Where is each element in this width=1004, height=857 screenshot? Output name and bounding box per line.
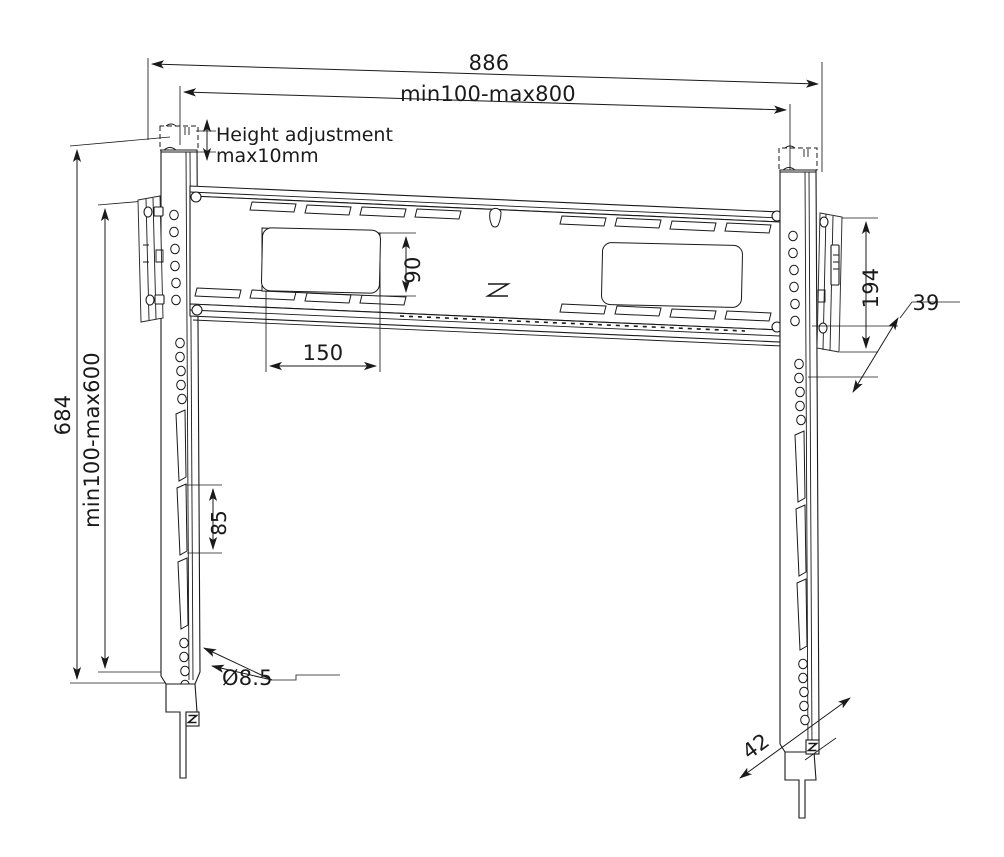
rail-slots-lower — [194, 287, 772, 322]
height-adjustment-label-line2: max10mm — [216, 145, 319, 167]
left-wall-plate-profile — [137, 195, 165, 323]
dimension-min100-max600-label: min100-max600 — [80, 352, 104, 528]
dimension-150-label: 150 — [303, 341, 344, 365]
leader-hole-diameter: Ø8.5 — [203, 647, 340, 690]
dimension-slot-pitch: 85 — [186, 484, 231, 554]
rail-cutout-right — [601, 242, 743, 308]
horizontal-main-rail — [189, 185, 783, 347]
dimension-39-label: 39 — [912, 291, 939, 315]
right-vertical-rail — [778, 145, 820, 819]
dimension-85-label: 85 — [207, 510, 231, 535]
right-rail-tail — [784, 751, 817, 819]
left-rail-slots — [175, 409, 189, 630]
rail-keyhole — [489, 207, 502, 228]
right-rail-adjust-cap — [778, 145, 818, 171]
left-rail-upper-holes — [169, 209, 181, 306]
left-rail-tail — [165, 683, 198, 779]
height-adjustment-label-line1: Height adjustment — [216, 124, 393, 146]
left-rail-adjust-cap — [159, 123, 199, 151]
rail-slots-upper — [249, 201, 772, 234]
dimension-42-label: 42 — [738, 729, 774, 764]
dimension-886-label: 886 — [469, 51, 510, 75]
dimension-684-label: 684 — [51, 395, 75, 436]
dimension-194-label: 194 — [859, 268, 883, 309]
note-height-adjustment: Height adjustment max10mm — [196, 119, 393, 167]
dimension-cutout-height: 90 — [380, 232, 425, 297]
dimension-horizontal-adjust: min100-max800 — [179, 82, 791, 190]
dimension-wallplate-height: 194 — [840, 217, 883, 353]
right-wall-plate-profile — [816, 212, 843, 353]
dimension-overall-height: 684 — [51, 136, 185, 684]
right-rail-upper-holes — [788, 230, 800, 327]
right-rail-slots — [794, 430, 808, 651]
dimension-overall-width: 886 — [147, 51, 823, 172]
dimension-90-label: 90 — [401, 256, 425, 283]
dimension-min100-max800-label: min100-max800 — [400, 82, 576, 106]
right-rail-mid-holes — [794, 358, 806, 426]
dimension-hole-diameter-label: Ø8.5 — [222, 666, 273, 690]
dimension-cutout-width: 150 — [265, 291, 381, 372]
rail-brand-logo — [485, 283, 511, 297]
left-rail-brand-badge — [185, 711, 200, 727]
dimension-depth-39: 39 — [808, 291, 960, 393]
left-rail-mid-holes — [175, 337, 187, 405]
